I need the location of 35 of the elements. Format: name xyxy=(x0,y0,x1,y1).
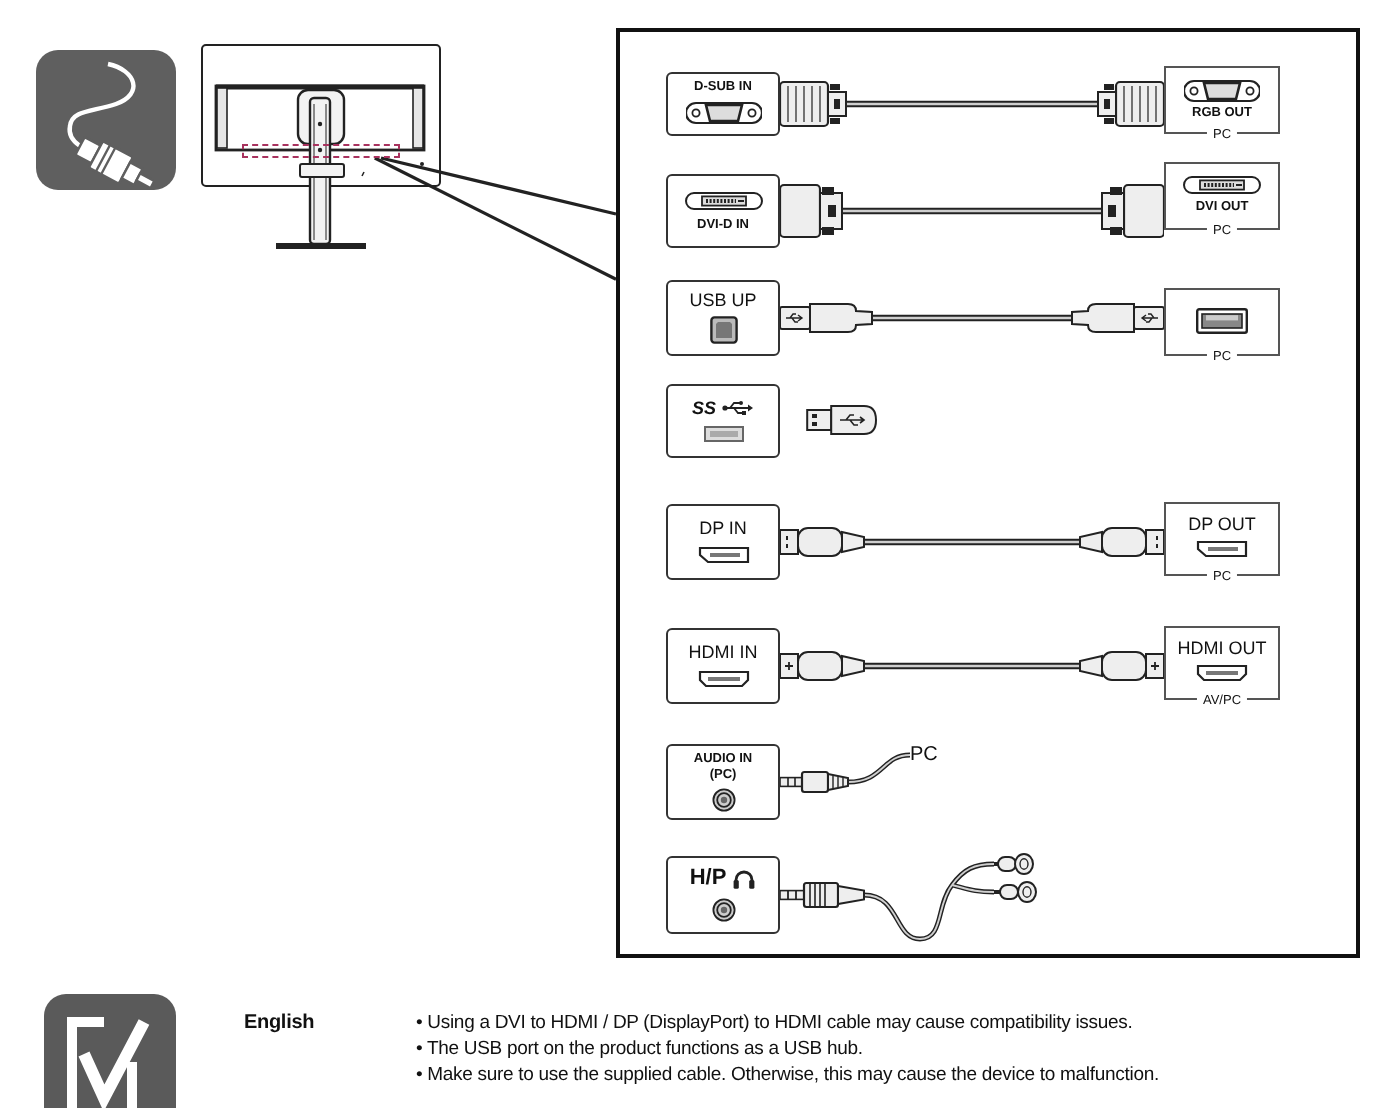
pc-port-card xyxy=(1164,502,1280,584)
note-text: • Make sure to use the supplied cable. Otherwise, this may cause the device to malfunction. xyxy=(416,1066,1159,1087)
language-label: English xyxy=(244,1012,315,1034)
pc-port-card xyxy=(1164,626,1280,708)
connection-panel xyxy=(616,28,1360,958)
vga-cable xyxy=(778,80,1166,128)
port-label: SS xyxy=(691,399,716,418)
port-label: HDMI IN xyxy=(688,643,758,662)
monitor-port-card xyxy=(666,504,780,580)
displayport-cable xyxy=(779,527,1165,557)
note-text: • Using a DVI to HDMI / DP (DisplayPort) to HDMI cable may cause compatibility issues. xyxy=(416,1014,1133,1035)
monitor-port-card xyxy=(666,856,780,934)
note-text: • The USB port on the product functions as a USB hub. xyxy=(416,1040,863,1061)
port-label: H/P xyxy=(689,868,727,891)
hdmi-cable xyxy=(779,651,1165,681)
monitor-port-card xyxy=(666,280,780,356)
dashed-highlight-box xyxy=(242,144,400,158)
pc-port-card xyxy=(1164,66,1280,142)
port-label: DP OUT xyxy=(1188,515,1256,534)
pc-port-card xyxy=(1164,288,1280,364)
monitor-port-card xyxy=(666,384,780,458)
pc-port-card xyxy=(1164,162,1280,238)
port-label: DP IN xyxy=(699,519,747,538)
leader-line xyxy=(380,156,617,216)
monitor-port-card xyxy=(666,72,780,136)
device-label: PC xyxy=(910,742,938,768)
leader-line xyxy=(374,156,617,281)
port-label: USB UP xyxy=(689,292,757,310)
usb-cable xyxy=(779,303,1165,333)
earbuds-icon xyxy=(994,850,1038,906)
monitor-port-card xyxy=(666,744,780,820)
monitor-port-card xyxy=(666,174,780,248)
port-label: HDMI OUT xyxy=(1177,639,1267,658)
dvi-cable xyxy=(778,183,1166,239)
monitor-port-card xyxy=(666,628,780,704)
